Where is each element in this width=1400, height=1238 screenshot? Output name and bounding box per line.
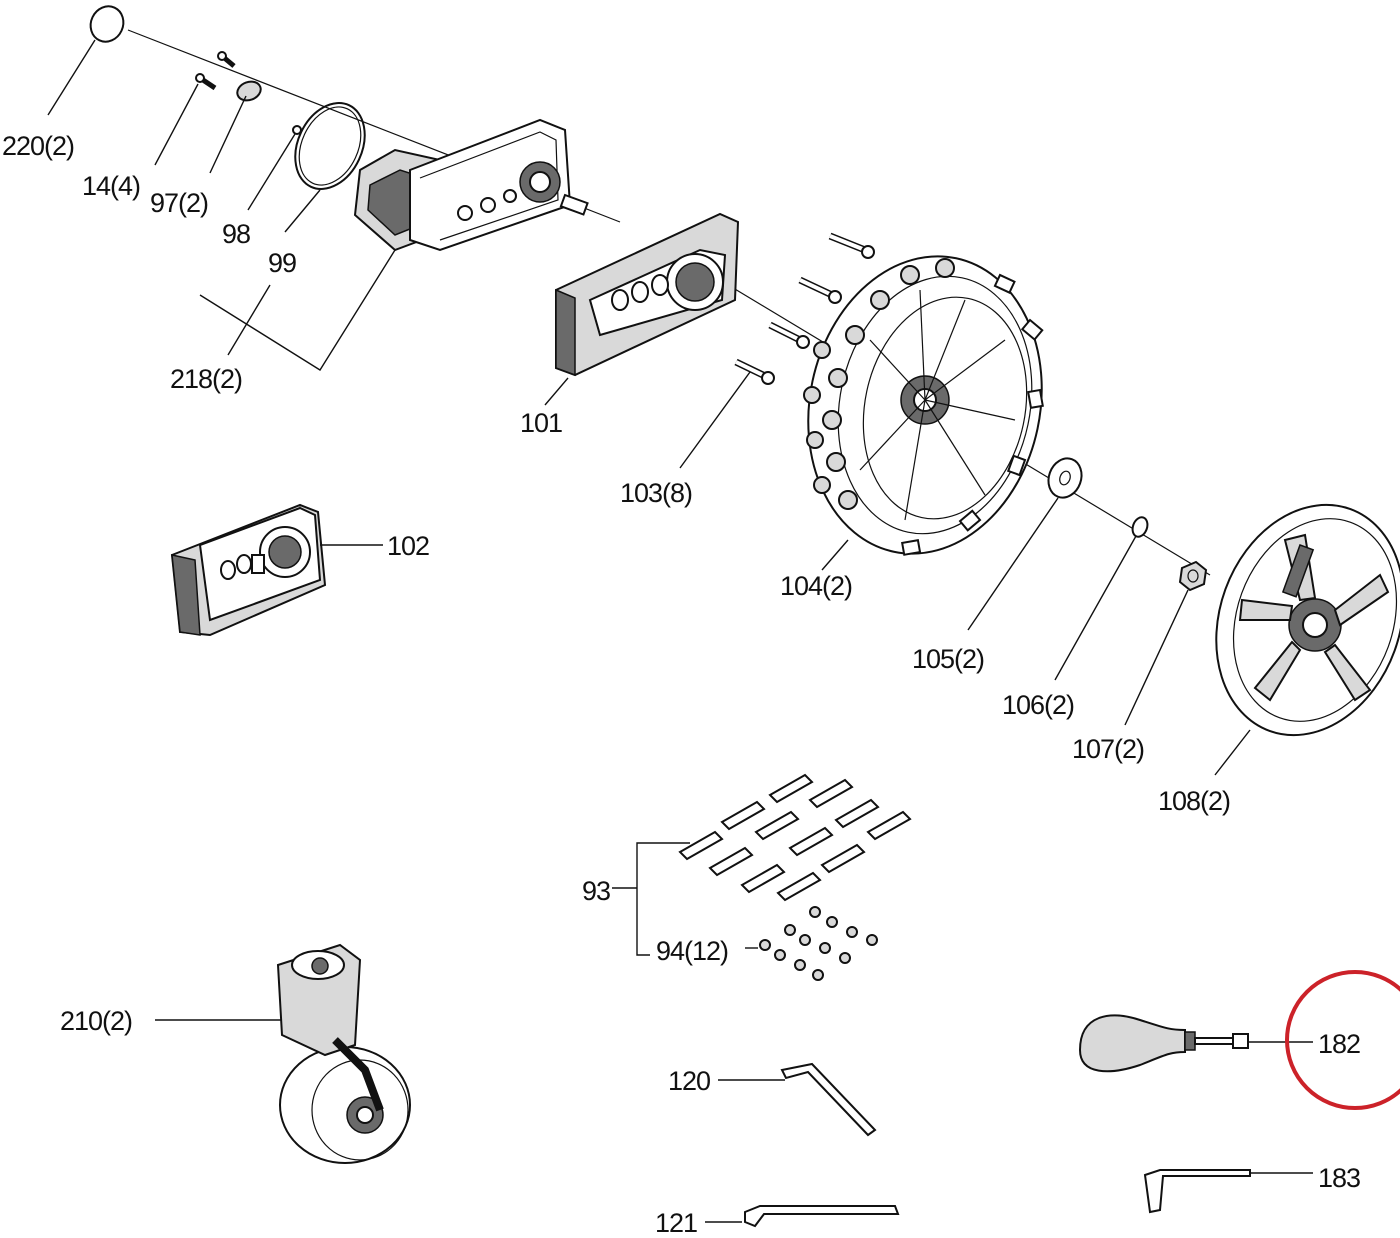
part-218-gear-motor: [353, 118, 589, 252]
callout-105: 105(2): [912, 644, 984, 674]
callout-107: 107(2): [1072, 734, 1144, 764]
part-220-cap: [89, 5, 125, 43]
callout-102: 102: [387, 531, 429, 561]
callout-labels: 220(2) 14(4) 97(2) 98 99 218(2) 101 102 …: [2, 131, 1361, 1238]
callout-182: 182: [1318, 1029, 1360, 1059]
callout-99: 99: [268, 248, 296, 278]
callout-93: 93: [582, 876, 610, 906]
callout-98: 98: [222, 219, 250, 249]
callout-108: 108(2): [1158, 786, 1230, 816]
part-107-nut: [1178, 560, 1208, 592]
part-102-cover: [170, 503, 327, 637]
callout-106: 106(2): [1002, 690, 1074, 720]
leader-lines: [47, 39, 1313, 1223]
part-106-spring-washer: [1131, 516, 1149, 538]
highlight-circle: [1285, 970, 1400, 1110]
part-105-washer: [1047, 457, 1083, 499]
part-93-blades: [678, 773, 912, 902]
callout-220: 220(2): [2, 131, 74, 161]
part-121-torx-key: [744, 1205, 900, 1228]
callout-97: 97(2): [150, 188, 208, 218]
callout-183: 183: [1318, 1163, 1360, 1193]
part-108-hub-cap: [1215, 503, 1400, 737]
callout-120: 120: [668, 1066, 710, 1096]
callout-210: 210(2): [60, 1006, 132, 1036]
callout-101: 101: [520, 408, 562, 438]
part-94-screws: [759, 906, 878, 981]
callout-104: 104(2): [780, 571, 852, 601]
part-104-wheel: [803, 255, 1044, 556]
callout-218: 218(2): [170, 364, 242, 394]
part-97-plate: [236, 80, 262, 102]
part-210-caster-wheel: [276, 943, 411, 1164]
callout-14: 14(4): [82, 171, 140, 201]
callout-94: 94(12): [656, 936, 728, 966]
part-103-screws: [734, 232, 875, 385]
part-101-cover: [555, 212, 740, 377]
callout-121: 121: [655, 1208, 697, 1238]
part-14-screws: [195, 51, 236, 91]
part-99-o-ring: [294, 102, 366, 190]
part-183-hex-key: [1143, 1169, 1251, 1214]
part-98-small-nut: [292, 125, 302, 135]
part-120-hex-key: [780, 1062, 877, 1137]
callout-103: 103(8): [620, 478, 692, 508]
part-182-screwdriver: [1078, 1014, 1249, 1073]
